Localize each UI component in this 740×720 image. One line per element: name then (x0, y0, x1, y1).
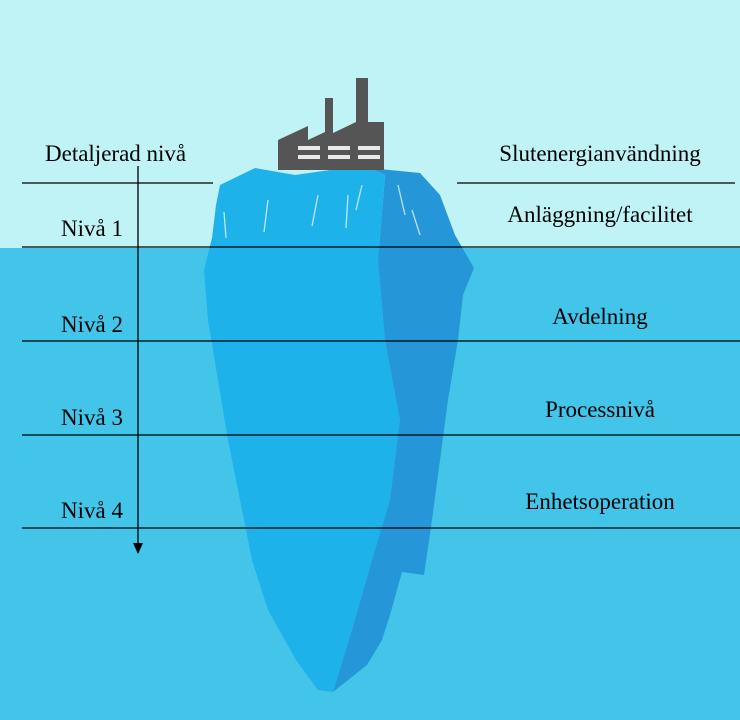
iceberg-shadow-face (333, 168, 474, 692)
factory-icon (278, 78, 384, 170)
unit-operation-label: Enhetsoperation (525, 489, 675, 514)
detail-level-title: Detaljerad nivå (45, 141, 187, 166)
level-1-label: Nivå 1 (61, 216, 123, 241)
final-energy-use-label: Slutenergianvändning (499, 141, 701, 166)
department-label: Avdelning (552, 304, 648, 329)
process-level-label: Processnivå (545, 397, 655, 422)
level-3-label: Nivå 3 (61, 405, 123, 430)
iceberg-shape (204, 168, 474, 692)
ice-crack-marks (223, 184, 421, 239)
level-4-label: Nivå 4 (61, 498, 123, 523)
detail-arrow (133, 166, 143, 554)
level-2-label: Nivå 2 (61, 312, 123, 337)
iceberg-light-face (204, 168, 400, 692)
facility-label: Anläggning/facilitet (507, 202, 693, 227)
